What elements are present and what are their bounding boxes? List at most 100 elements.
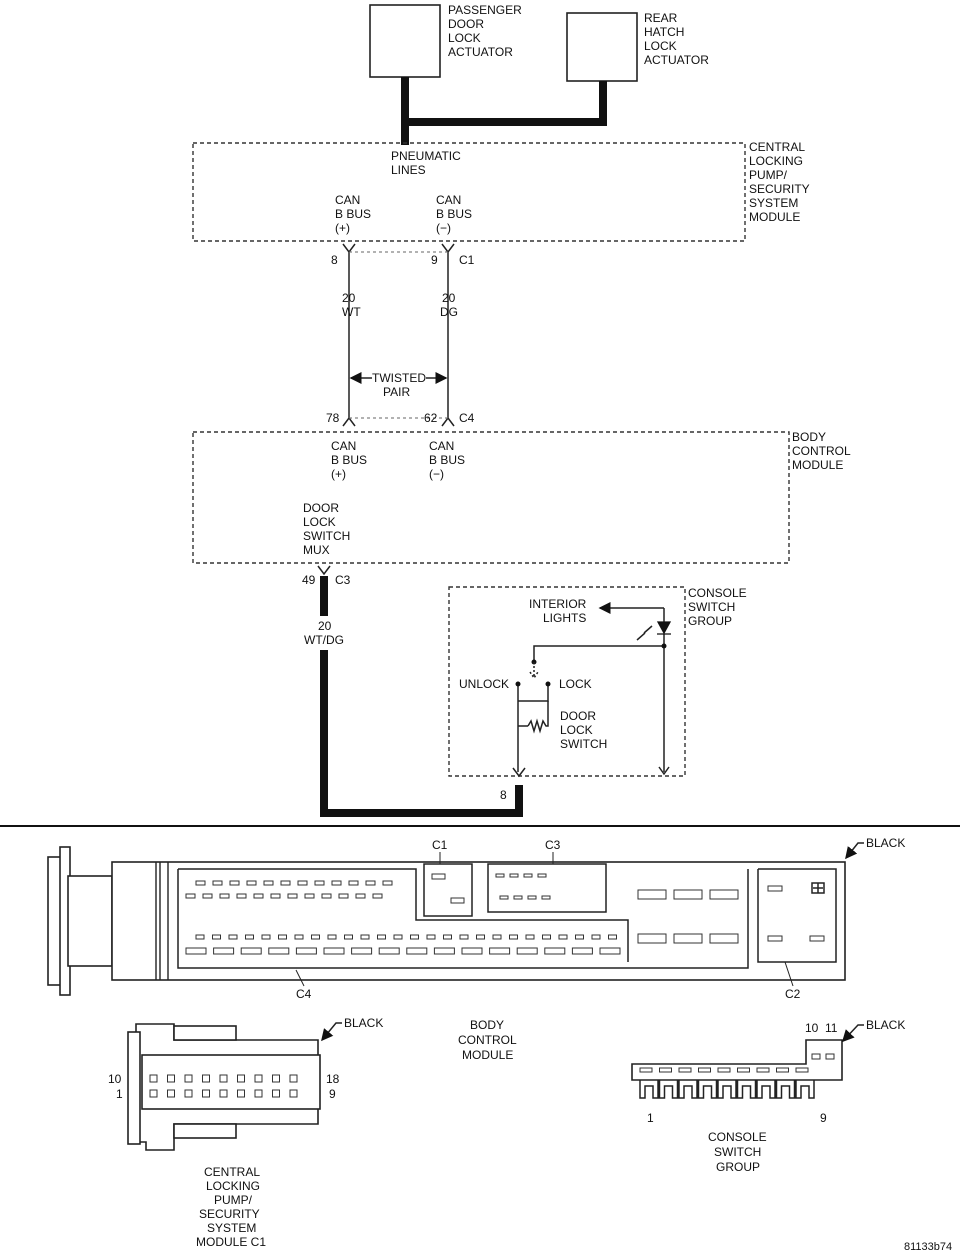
cpssm-pin	[184, 1074, 193, 1083]
c4-pin	[525, 934, 535, 940]
console-ground-arrow	[658, 766, 670, 776]
unlock-terminal	[515, 681, 521, 687]
console-pin-9-label: 9	[820, 1111, 827, 1125]
bcm-can-plus-label: CAN B BUS (+)	[331, 439, 370, 481]
figure-id: 81133b74	[904, 1241, 952, 1253]
cpssm-pin	[202, 1089, 210, 1098]
c4-pin	[360, 934, 370, 940]
cpssm-can-plus-label: CAN B BUS (+)	[335, 193, 374, 235]
connector-c3-pin-49-symbol	[317, 565, 331, 576]
cpssm-pin-10-label: 10	[108, 1072, 122, 1086]
console-pin	[698, 1067, 711, 1073]
c4-pin	[228, 934, 238, 940]
c4-pin	[280, 880, 291, 886]
c4-pin	[426, 934, 436, 940]
connector-c1-pin-9-symbol	[441, 243, 455, 427]
connector-c1-pin-8-symbol	[342, 243, 356, 427]
c4-pin	[321, 893, 332, 899]
cpssm-pin	[167, 1074, 175, 1083]
c3-pin	[495, 873, 505, 878]
c4-pin	[268, 947, 290, 955]
cpssm-pin	[272, 1089, 280, 1098]
cpssm-black-leader	[321, 1022, 342, 1042]
c4-pin	[571, 947, 593, 955]
wire-wtdg-label: 20 WT/DG	[304, 619, 344, 647]
passenger-door-actuator-box	[369, 4, 441, 78]
console-connector	[631, 1039, 843, 1099]
c4-pin	[278, 934, 287, 940]
console-pin-1-label: 1	[647, 1111, 654, 1125]
connector-shell-outline	[349, 251, 448, 419]
c4-pin	[213, 947, 235, 955]
cpssm-pin	[149, 1089, 158, 1098]
c4-pin	[261, 934, 271, 940]
cpssm-c1-connector	[127, 1023, 321, 1151]
c4-pin	[185, 947, 207, 955]
c4-pin	[195, 880, 206, 886]
resistor-symbol	[527, 701, 549, 734]
interior-lights-label: INTERIOR LIGHTS	[529, 597, 590, 625]
c4-pin	[544, 947, 566, 955]
c3-pin	[509, 873, 519, 878]
c3-connector-label: C3	[545, 838, 561, 852]
cpssm-pin	[289, 1074, 298, 1083]
console-pin-11-label: 11	[825, 1021, 838, 1035]
cpssm-black-label: BLACK	[344, 1016, 383, 1030]
cpssm-pin	[237, 1074, 245, 1083]
c4-pin	[509, 934, 518, 940]
lock-label: LOCK	[559, 677, 592, 691]
console-switch-group-label: CONSOLE SWITCH GROUP	[688, 586, 750, 628]
pin-62-label: 62	[424, 411, 438, 425]
pin-9-label: 9	[431, 253, 438, 267]
c4-pin	[433, 947, 455, 955]
console-pin	[678, 1067, 692, 1073]
bcm-module-label: BODY CONTROL MODULE	[792, 430, 854, 472]
pneumatic-lines-label: PNEUMATIC LINES	[391, 149, 464, 177]
console-black-label: BLACK	[866, 1018, 905, 1032]
cpssm-pin	[272, 1074, 280, 1083]
c4-pin	[263, 880, 274, 886]
light-rays-icon	[636, 625, 653, 641]
pin-78-label: 78	[326, 411, 340, 425]
c4-pin	[229, 880, 240, 886]
console-pin	[659, 1067, 672, 1073]
rear-hatch-actuator-box	[566, 12, 638, 82]
c4-pin	[355, 893, 366, 899]
c4-pin	[348, 880, 359, 886]
switch-contact	[529, 662, 539, 680]
cpssm-module-label: CENTRAL LOCKING PUMP/ SECURITY SYSTEM MO…	[749, 140, 813, 224]
c4-pin	[287, 893, 298, 899]
c4-pin	[212, 880, 223, 886]
c4-pin	[599, 947, 621, 955]
door-lock-switch-label: DOOR LOCK SWITCH	[560, 709, 607, 751]
c4-pin	[338, 893, 349, 899]
cpssm-pin-1-label: 1	[116, 1087, 123, 1101]
c3-pin	[541, 895, 551, 900]
c4-pin	[382, 880, 393, 886]
c4-pin	[323, 947, 345, 955]
c4-pin	[410, 934, 419, 940]
console-switch-group-box	[448, 586, 686, 777]
rear-hatch-actuator-label: REAR HATCH LOCK ACTUATOR	[644, 11, 709, 67]
console-pin-8-label: 8	[500, 788, 507, 802]
c4-pin	[378, 947, 400, 955]
junction-dot	[661, 643, 667, 649]
console-pin	[717, 1067, 731, 1073]
c4-pin	[270, 893, 281, 899]
c3-pin	[527, 895, 537, 900]
connector-c1-label: C1	[459, 253, 475, 267]
cpssm-pin	[149, 1074, 158, 1083]
passenger-door-actuator-label: PASSENGER DOOR LOCK ACTUATOR	[448, 3, 525, 59]
c4-pin	[253, 893, 264, 899]
cpssm-pin	[219, 1089, 228, 1098]
cpssm-pin-9-label: 9	[329, 1087, 336, 1101]
c4-pin	[331, 880, 342, 886]
cpssm-pin	[237, 1089, 245, 1098]
lock-terminal	[545, 681, 551, 687]
c4-pin	[459, 934, 469, 940]
cpssm-pin-18-label: 18	[326, 1072, 340, 1086]
connector-c3-label: C3	[335, 573, 351, 587]
c4-pin	[195, 934, 205, 940]
c4-pin	[327, 934, 337, 940]
